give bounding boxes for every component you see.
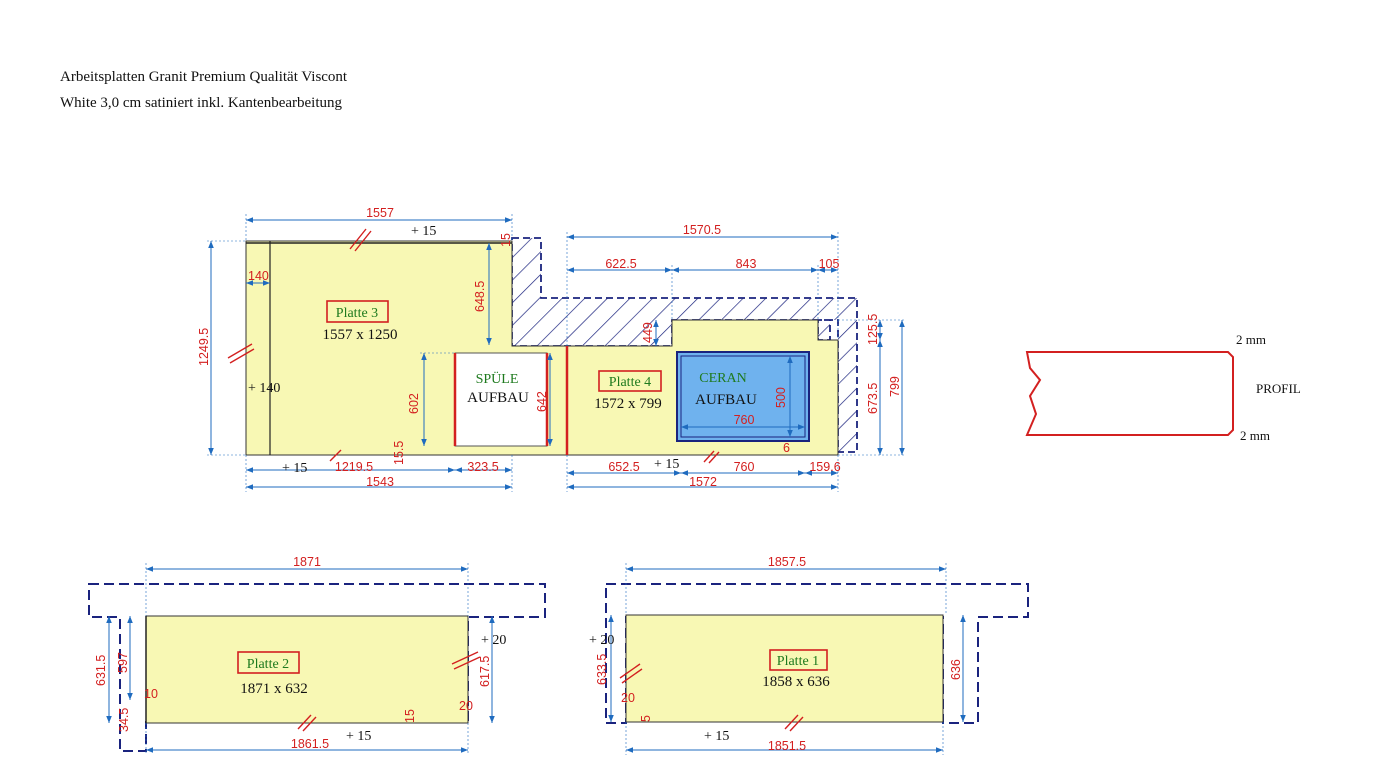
- plate3-dim-left-plus: + 140: [248, 381, 280, 396]
- plate1-slab: [625, 614, 944, 723]
- plate3-label: Platte 3: [336, 306, 378, 321]
- plate3-dim-3235: 323.5: [467, 460, 498, 474]
- plate1-label: Platte 1: [777, 654, 819, 669]
- plate3-size: 1557 x 1250: [323, 327, 398, 343]
- plate3-dim-140: 140: [248, 269, 269, 283]
- plate1-dim-6335: 633.5: [595, 654, 609, 685]
- plate3-dim-155: 15.5: [392, 441, 406, 465]
- plate2-label-box: [237, 651, 300, 674]
- plate3-dim-12195: 1219.5: [335, 460, 373, 474]
- plate1-dim-top: 1857.5: [768, 555, 806, 569]
- ceran-dim-h: 500: [774, 387, 788, 408]
- plate2-slab: [145, 615, 469, 724]
- plate4-dim-seg3: 105: [819, 257, 840, 271]
- plate4-dim-1596: 159.6: [809, 460, 840, 474]
- plate2-dim-6175: 617.5: [478, 656, 492, 687]
- sink-label: SPÜLE: [476, 370, 519, 387]
- profile-bottom: 2 mm: [1240, 428, 1270, 443]
- plate3-dim-6485: 648.5: [473, 281, 487, 312]
- plate3-group: 1557 + 15 15 1249.5 140 + 140 648.5 602 …: [197, 206, 858, 492]
- plate4-dim-top: 1570.5: [683, 223, 721, 237]
- plate3-dim-bottom-plus: + 15: [282, 461, 307, 476]
- header-line-2: White 3,0 cm satiniert inkl. Kantenbearb…: [60, 95, 342, 111]
- plate4-dim-seg1: 622.5: [605, 257, 636, 271]
- plate2-dim-plus15: + 15: [346, 729, 371, 744]
- plate1-label-box: [769, 649, 828, 671]
- plate2-dim-total: 1861.5: [291, 737, 329, 751]
- plate4-dim-1255: 125.5: [866, 314, 880, 345]
- plate1-dim-5: 5: [639, 715, 653, 722]
- plate3-dim-left: 1249.5: [197, 328, 211, 366]
- plate2-dim-6315: 631.5: [94, 655, 108, 686]
- plate4-dim-449: 449: [641, 322, 655, 343]
- plate2-dim-top: 1871: [293, 555, 321, 569]
- plate1-size: 1858 x 636: [762, 674, 830, 690]
- plate4-dim-799: 799: [888, 376, 902, 397]
- plate2-dim-plus20: + 20: [481, 633, 506, 648]
- plate3-dim-642: 642: [535, 391, 549, 412]
- plate2-dim-15: 15: [403, 709, 417, 723]
- plate1-dim-total: 1851.5: [768, 739, 806, 753]
- plate4-dim-seg2: 843: [736, 257, 757, 271]
- profile-group: 2 mm 2 mm PROFIL: [1025, 332, 1301, 443]
- plate2-size: 1871 x 632: [240, 681, 308, 697]
- ceran-mount: AUFBAU: [695, 392, 757, 408]
- sink-mount: AUFBAU: [467, 390, 529, 406]
- plate3-dim-bottom-total: 1543: [366, 475, 394, 489]
- ceran-dim-w: 760: [734, 413, 755, 427]
- plate2-dim-10: 10: [144, 687, 158, 701]
- plate1-dim-636: 636: [949, 659, 963, 680]
- plate4-dim-plus: + 15: [654, 457, 679, 472]
- profile-shape: [1025, 351, 1234, 436]
- profile-label: PROFIL: [1256, 381, 1301, 396]
- plate1-group: 1857.5 + 20 633.5 20 5 636 + 15 1851.5 P…: [589, 555, 1029, 755]
- plate2-dim-20: 20: [459, 699, 473, 713]
- plate2-dim-597: 597: [116, 652, 130, 673]
- plate2-dim-345: 34.5: [117, 708, 131, 732]
- plate3-label-box: [326, 300, 389, 323]
- plate3-dim-602: 602: [407, 393, 421, 414]
- ceran-dim-small: 6: [783, 441, 790, 455]
- plate4-label-box: [598, 370, 662, 392]
- plate3-dim-top: 1557: [366, 206, 394, 220]
- plate1-dim-20: 20: [621, 691, 635, 705]
- plate1-dim-plus20: + 20: [589, 633, 614, 648]
- ceran-label: CERAN: [699, 371, 746, 386]
- plate4-size: 1572 x 799: [594, 396, 662, 412]
- plate1-dim-plus15: + 15: [704, 729, 729, 744]
- plate4-dim-total: 1572: [689, 475, 717, 489]
- plate2-label: Platte 2: [247, 657, 289, 672]
- plate3-dim-corner: 15: [499, 233, 513, 247]
- plate3-dim-top-plus: + 15: [411, 224, 436, 239]
- profile-top: 2 mm: [1236, 332, 1266, 347]
- plate4-dim-6735: 673.5: [866, 383, 880, 414]
- plate4-label: Platte 4: [609, 375, 651, 390]
- plate4-group: 1570.5 622.5 843 105 125.5 673.5 799 449…: [565, 223, 906, 492]
- plate4-dim-760: 760: [734, 460, 755, 474]
- plate4-dim-6525: 652.5: [608, 460, 639, 474]
- plate2-group: 1871 631.5 597 34.5 10 + 20 617.5 20 15 …: [88, 555, 546, 755]
- header-line-1: Arbeitsplatten Granit Premium Qualität V…: [60, 69, 348, 85]
